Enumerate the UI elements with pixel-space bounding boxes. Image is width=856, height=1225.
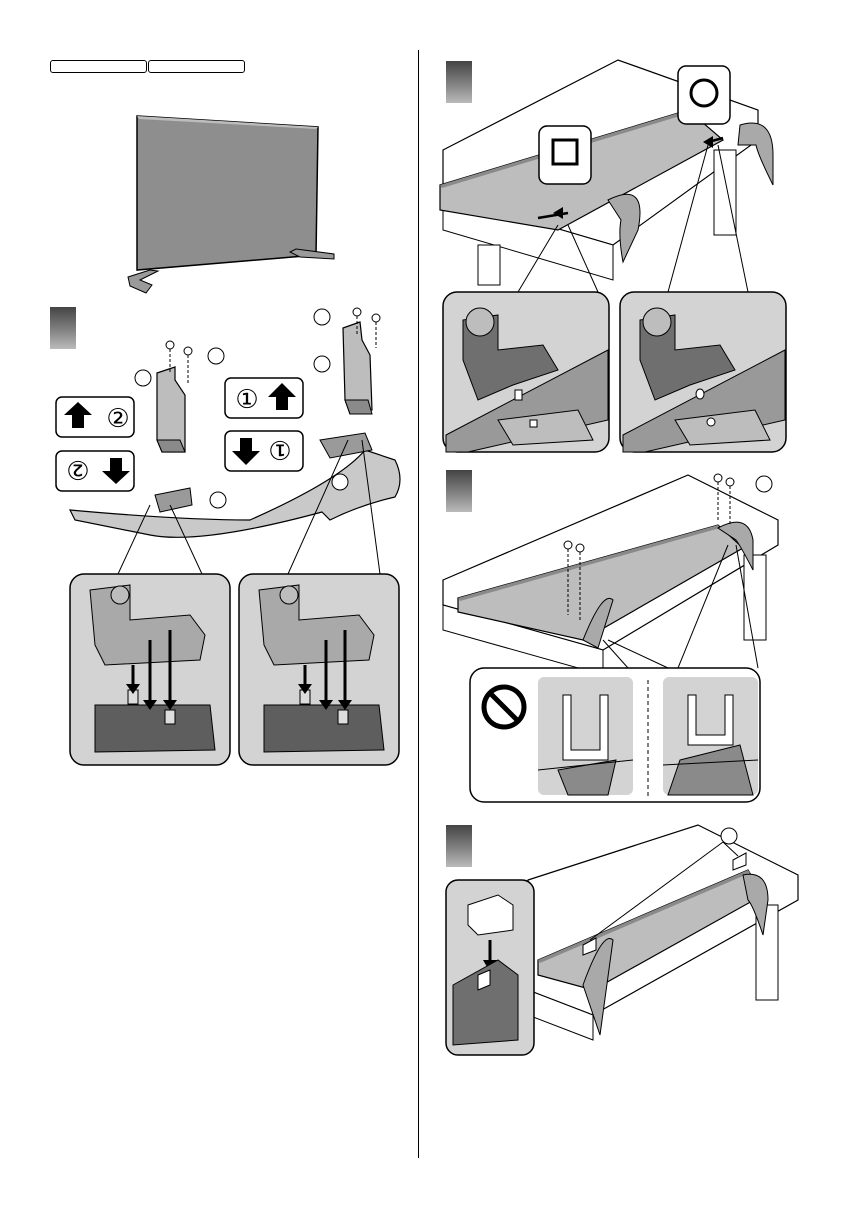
circle-icon bbox=[691, 80, 717, 106]
step4-table bbox=[528, 825, 798, 1040]
right-illustrations bbox=[418, 0, 856, 1225]
step4-inset bbox=[446, 880, 534, 1055]
inset-right bbox=[239, 574, 399, 765]
step2-inset-left bbox=[443, 292, 609, 452]
step3-inset bbox=[470, 668, 760, 802]
callout-right-down: ① bbox=[225, 431, 303, 471]
svg-text:①: ① bbox=[268, 434, 291, 464]
svg-text:①: ① bbox=[235, 385, 258, 415]
inset-left bbox=[70, 574, 230, 765]
callout-right-up: ① bbox=[225, 378, 303, 418]
callout-left-down: ② bbox=[56, 451, 134, 491]
svg-text:②: ② bbox=[66, 454, 89, 484]
left-illustrations: ② ② ① ① bbox=[0, 0, 418, 1225]
no-entry-icon bbox=[484, 687, 524, 727]
bracket-left bbox=[135, 341, 224, 452]
callout-left-up: ② bbox=[56, 397, 134, 437]
marker-circle-callout bbox=[678, 66, 730, 124]
marker-square-callout bbox=[539, 126, 591, 184]
tv-overview-illustration bbox=[128, 116, 334, 293]
step3-table bbox=[443, 474, 778, 675]
svg-text:②: ② bbox=[106, 404, 129, 434]
bracket-right bbox=[314, 308, 380, 414]
square-icon bbox=[553, 140, 577, 164]
step2-inset-right bbox=[620, 292, 786, 452]
